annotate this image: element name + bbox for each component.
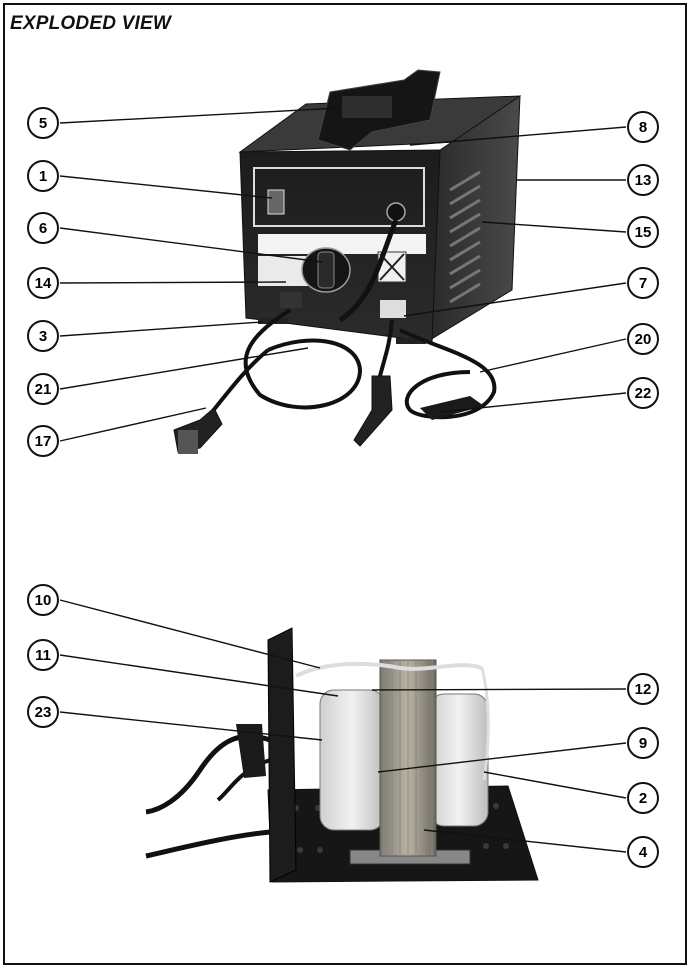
callout-22: 22 bbox=[627, 377, 659, 409]
callout-20: 20 bbox=[627, 323, 659, 355]
callout-21: 21 bbox=[27, 373, 59, 405]
callout-23: 23 bbox=[27, 696, 59, 728]
callout-8: 8 bbox=[627, 111, 659, 143]
page-title: EXPLODED VIEW bbox=[10, 13, 171, 34]
callout-5: 5 bbox=[27, 107, 59, 139]
callout-number: 8 bbox=[639, 119, 647, 136]
callout-number: 10 bbox=[35, 592, 52, 609]
welder-unit-illustration bbox=[238, 69, 521, 344]
callout-number: 9 bbox=[639, 735, 647, 752]
leader-lines bbox=[59, 107, 627, 853]
callout-number: 20 bbox=[635, 331, 652, 348]
callout-number: 1 bbox=[39, 168, 47, 185]
callout-7: 7 bbox=[627, 267, 659, 299]
callout-number: 7 bbox=[639, 275, 647, 292]
callout-11: 11 bbox=[27, 639, 59, 671]
electrode-holder-lead-illustration bbox=[173, 308, 363, 454]
callout-number: 17 bbox=[35, 433, 52, 450]
callout-number: 13 bbox=[635, 172, 652, 189]
callout-4: 4 bbox=[627, 836, 659, 868]
callout-number: 3 bbox=[39, 328, 47, 345]
callout-6: 6 bbox=[27, 212, 59, 244]
callout-9: 9 bbox=[627, 727, 659, 759]
callout-number: 12 bbox=[635, 681, 652, 698]
callout-number: 5 bbox=[39, 115, 47, 132]
callout-number: 15 bbox=[635, 224, 652, 241]
callout-number: 2 bbox=[639, 790, 647, 807]
callout-number: 22 bbox=[635, 385, 652, 402]
callout-10: 10 bbox=[27, 584, 59, 616]
callout-14: 14 bbox=[27, 267, 59, 299]
callout-number: 11 bbox=[35, 647, 51, 664]
callout-17: 17 bbox=[27, 425, 59, 457]
callout-number: 21 bbox=[35, 381, 52, 398]
callout-number: 14 bbox=[35, 275, 52, 292]
callout-3: 3 bbox=[27, 320, 59, 352]
callout-number: 4 bbox=[639, 844, 648, 861]
callout-1: 1 bbox=[27, 160, 59, 192]
callout-12: 12 bbox=[627, 673, 659, 705]
callout-number: 23 bbox=[35, 704, 52, 721]
callout-13: 13 bbox=[627, 164, 659, 196]
transformer-assembly-illustration bbox=[145, 627, 539, 883]
callout-15: 15 bbox=[627, 216, 659, 248]
callout-number: 6 bbox=[39, 220, 47, 237]
callout-2: 2 bbox=[627, 782, 659, 814]
earth-clamp-lead-illustration bbox=[353, 319, 497, 447]
